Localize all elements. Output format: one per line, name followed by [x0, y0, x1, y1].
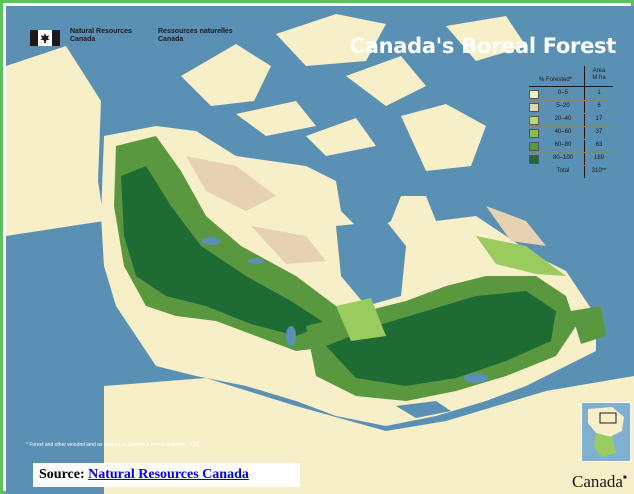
canada-wordmark: Canada■	[572, 472, 627, 491]
hudson-bay	[336, 221, 406, 306]
agency-name-french: Ressources naturelles Canada	[158, 28, 233, 43]
wordmark-flag-icon: ■	[622, 475, 627, 481]
legend-col-percent: % Forested*	[539, 77, 573, 83]
legend-swatch	[529, 90, 539, 99]
boreal-band-dark-east	[326, 291, 556, 386]
legend-swatch	[529, 142, 539, 151]
source-link[interactable]: Natural Resources Canada	[88, 467, 249, 482]
legend-row: 0–5 1	[529, 87, 613, 101]
source-caption: Source: Natural Resources Canada	[33, 463, 300, 487]
legend-swatch	[529, 116, 539, 125]
boreal-forest-map: Natural Resources Canada Ressources natu…	[6, 6, 634, 494]
government-signature: Natural Resources Canada Ressources natu…	[30, 28, 242, 46]
legend-row: 20–40 17	[529, 113, 613, 127]
map-footnote: * Forest and other wooded land as define…	[26, 442, 201, 448]
legend-swatch	[529, 103, 539, 112]
legend-row: 80–100 189	[529, 152, 613, 166]
map-graphic	[6, 14, 634, 494]
inset-locator-map	[581, 402, 631, 462]
legend-row: 60–80 63	[529, 139, 613, 153]
legend-row: 5–20 6	[529, 100, 613, 114]
legend-row: 40–60 37	[529, 126, 613, 140]
legend-swatch	[529, 155, 539, 164]
legend-header: % Forested* Area M ha	[529, 66, 613, 87]
arctic-islands	[181, 44, 271, 106]
legend-col-area: Area M ha	[592, 68, 606, 81]
canada-flag-icon	[30, 30, 60, 46]
alaska-land	[6, 46, 104, 236]
legend-total-row: Total 310**	[556, 168, 607, 174]
source-label: Source:	[39, 467, 85, 482]
map-title: Canada's Boreal Forest	[349, 34, 617, 58]
agency-name-english: Natural Resources Canada	[70, 28, 132, 43]
boreal-band-dark-west	[121, 166, 326, 336]
legend-swatch	[529, 129, 539, 138]
forest-cover-legend: % Forested* Area M ha 0–5 1 5–20 6 20–40…	[529, 66, 613, 178]
